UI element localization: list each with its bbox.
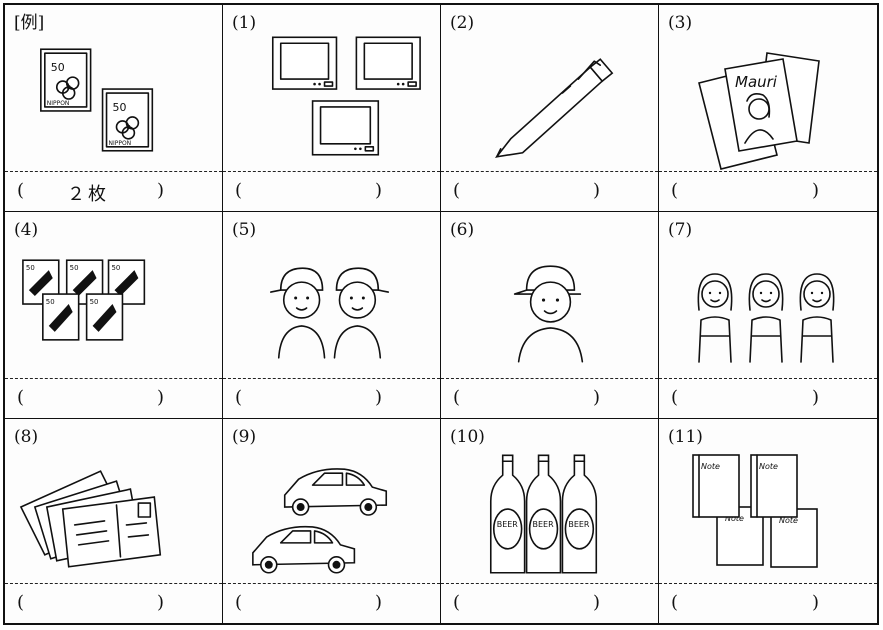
open-paren: ( xyxy=(453,180,461,201)
close-paren: ) xyxy=(811,180,819,201)
open-paren: ( xyxy=(235,180,243,201)
answer-blank: ( ) xyxy=(659,171,877,211)
cars-icon xyxy=(223,445,440,585)
cell-label: (11) xyxy=(668,427,703,447)
svg-text:Note: Note xyxy=(759,462,778,471)
svg-text:50: 50 xyxy=(90,298,99,306)
close-paren: ) xyxy=(374,592,382,613)
open-paren: ( xyxy=(453,592,461,613)
svg-text:BEER: BEER xyxy=(497,520,519,529)
cell-label: (1) xyxy=(232,13,257,33)
cell-item-7: (7) xyxy=(659,212,877,419)
cell-label: (5) xyxy=(232,220,257,240)
svg-text:NIPPON: NIPPON xyxy=(109,140,132,147)
notebooks-icon: Note Note Note Note xyxy=(659,445,877,585)
beer-bottles-icon: BEER BEER BEER xyxy=(441,445,658,585)
open-paren: ( xyxy=(235,387,243,408)
cell-label: (6) xyxy=(450,220,475,240)
open-paren: ( xyxy=(671,180,679,201)
cell-item-1: (1) ( ) xyxy=(223,5,441,212)
svg-text:50: 50 xyxy=(113,101,127,114)
svg-text:Note: Note xyxy=(701,462,720,471)
answer-blank: ( ) xyxy=(5,378,222,418)
open-paren: ( xyxy=(17,387,25,408)
boy-icon xyxy=(441,238,658,378)
cell-item-9: (9) ( ) xyxy=(223,419,441,623)
close-paren: ) xyxy=(592,180,600,201)
pen-icon xyxy=(441,31,658,171)
open-paren: ( xyxy=(453,387,461,408)
cell-label: [例] xyxy=(14,13,45,33)
close-paren: ) xyxy=(374,387,382,408)
close-paren: ) xyxy=(156,592,164,613)
answer-blank: ( ２枚 ) xyxy=(5,171,222,211)
close-paren: ) xyxy=(592,592,600,613)
svg-text:50: 50 xyxy=(26,264,35,272)
cell-item-3: (3) Mauri ( ) xyxy=(659,5,877,212)
svg-text:50: 50 xyxy=(112,264,121,272)
open-paren: ( xyxy=(235,592,243,613)
svg-text:Note: Note xyxy=(725,514,744,523)
cell-item-8: (8) ( ) xyxy=(5,419,223,623)
open-paren: ( xyxy=(17,180,25,201)
answer-blank: ( ) xyxy=(441,583,658,623)
answer-blank: ( ) xyxy=(441,378,658,418)
cell-label: (2) xyxy=(450,13,475,33)
open-paren: ( xyxy=(671,592,679,613)
svg-text:BEER: BEER xyxy=(533,520,555,529)
svg-text:NIPPON: NIPPON xyxy=(47,100,70,107)
answer-blank: ( ) xyxy=(223,378,440,418)
cell-item-4: (4) 50 50 50 50 50 ( ) xyxy=(5,212,223,419)
cell-item-5: (5) ( xyxy=(223,212,441,419)
answer-blank: ( ) xyxy=(659,583,877,623)
boys-icon xyxy=(223,238,440,378)
svg-text:Note: Note xyxy=(779,516,798,525)
close-paren: ) xyxy=(811,387,819,408)
cell-label: (10) xyxy=(450,427,485,447)
cell-label: (4) xyxy=(14,220,39,240)
counting-grid: [例] 50 NIPPON 50 NIPPON ( xyxy=(5,5,877,623)
svg-text:BEER: BEER xyxy=(568,520,590,529)
cell-item-11: (11) Note Note Note Note ( ) xyxy=(659,419,877,623)
close-paren: ) xyxy=(592,387,600,408)
close-paren: ) xyxy=(811,592,819,613)
girls-icon xyxy=(659,238,877,378)
svg-text:50: 50 xyxy=(51,61,65,74)
postage-stamps-icon: 50 NIPPON 50 NIPPON xyxy=(5,31,222,171)
svg-text:50: 50 xyxy=(70,264,79,272)
open-paren: ( xyxy=(671,387,679,408)
cell-item-2: (2) ( ) xyxy=(441,5,659,212)
cell-label: (3) xyxy=(668,13,693,33)
close-paren: ) xyxy=(374,180,382,201)
worksheet: [例] 50 NIPPON 50 NIPPON ( xyxy=(3,3,879,625)
cell-item-6: (6) ( ) xyxy=(441,212,659,419)
svg-text:Mauri: Mauri xyxy=(735,73,778,91)
cell-label: (7) xyxy=(668,220,693,240)
answer-blank: ( ) xyxy=(223,171,440,211)
svg-text:50: 50 xyxy=(46,298,55,306)
close-paren: ) xyxy=(156,387,164,408)
answer-text: ２枚 xyxy=(67,184,109,205)
cell-label: (8) xyxy=(14,427,39,447)
cell-example: [例] 50 NIPPON 50 NIPPON ( xyxy=(5,5,223,212)
open-paren: ( xyxy=(17,592,25,613)
postage-stamps-icon: 50 50 50 50 50 xyxy=(5,238,222,378)
cell-item-10: (10) BEER BEER xyxy=(441,419,659,623)
television-icon xyxy=(223,31,440,171)
answer-blank: ( ) xyxy=(5,583,222,623)
postcards-icon xyxy=(5,445,222,585)
answer-blank: ( ) xyxy=(223,583,440,623)
answer-blank: ( ) xyxy=(441,171,658,211)
close-paren: ) xyxy=(156,180,164,201)
magazines-icon: Mauri xyxy=(659,31,877,171)
answer-blank: ( ) xyxy=(659,378,877,418)
cell-label: (9) xyxy=(232,427,257,447)
